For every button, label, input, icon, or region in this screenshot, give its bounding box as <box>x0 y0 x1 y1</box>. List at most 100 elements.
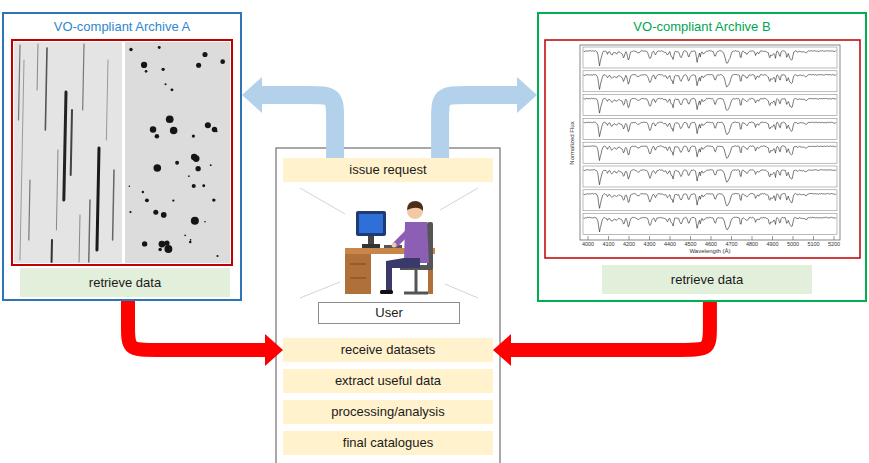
archive-box: VO-compliant Archive Aretrieve data <box>2 12 242 301</box>
star-dot <box>205 122 211 128</box>
streak <box>113 170 114 240</box>
image-frame <box>12 40 232 265</box>
star-dot <box>191 217 199 225</box>
star-dot <box>190 239 192 241</box>
step-label: retrieve data <box>671 272 743 288</box>
flow-arrow <box>440 77 537 158</box>
flow-arrow <box>242 77 335 158</box>
action-band: processing/analysis <box>283 400 493 424</box>
guide-line <box>300 282 340 298</box>
action-band: extract useful data <box>283 369 493 393</box>
spectrum-panel <box>583 47 837 68</box>
star-dot <box>142 241 147 246</box>
streak <box>37 44 39 90</box>
tick-mark <box>649 236 650 240</box>
tick-label: 5000 <box>787 241 799 247</box>
tick-mark <box>629 236 630 240</box>
star-dot <box>193 155 200 162</box>
spectrum-line <box>584 193 837 208</box>
step-label: extract useful data <box>335 373 441 389</box>
star-dot <box>196 63 201 68</box>
star-dot <box>212 198 215 201</box>
tick-label: 4000 <box>582 241 594 247</box>
tick-label: 4700 <box>725 241 737 247</box>
streak <box>89 200 90 262</box>
star-dot <box>175 161 179 165</box>
tick-label: 4900 <box>766 241 778 247</box>
plot-frame <box>580 45 840 240</box>
spectrum-panel <box>583 71 837 92</box>
action-band: retrieve data <box>20 268 230 297</box>
spectrum-panel <box>583 95 837 116</box>
star-dot <box>155 134 160 139</box>
tick-mark <box>813 236 814 240</box>
user-box: User <box>318 302 460 325</box>
streak <box>79 215 81 262</box>
star-dot <box>145 198 149 202</box>
star-dot <box>129 185 131 187</box>
star-dot <box>129 48 132 51</box>
tick-label: 4400 <box>664 241 676 247</box>
arrow-shaft <box>260 95 335 158</box>
action-band: receive datasets <box>283 338 493 362</box>
star-dot <box>170 88 173 91</box>
star-dot <box>150 126 156 132</box>
drawer-line <box>350 264 366 265</box>
arrow-shaft <box>128 301 267 350</box>
arrow-shaft <box>509 302 710 350</box>
flow-arrow <box>128 301 283 366</box>
streak <box>106 60 108 140</box>
monitor <box>356 211 386 236</box>
chair-post <box>415 270 418 292</box>
tick-label: 4500 <box>684 241 696 247</box>
star-dot <box>212 127 217 132</box>
star-dot <box>129 211 131 213</box>
step-label: final catalogues <box>343 435 433 451</box>
streak <box>56 150 58 230</box>
star-dot <box>142 191 144 193</box>
tick-label: 4200 <box>623 241 635 247</box>
spectrum-line <box>584 51 837 66</box>
person-arm <box>396 229 411 244</box>
star-dot <box>202 184 205 187</box>
star-dot <box>164 245 172 253</box>
action-band: retrieve data <box>602 265 812 294</box>
tick-label: 4300 <box>643 241 655 247</box>
desk-drawer <box>345 254 371 294</box>
spectra <box>583 47 837 235</box>
axis-title: Wavelength (Å) <box>689 248 730 255</box>
tick-mark <box>690 236 691 240</box>
arrow-shaft <box>440 95 519 158</box>
tick-mark <box>834 236 835 240</box>
tick-mark <box>752 236 753 240</box>
tick-label: 4100 <box>602 241 614 247</box>
spectrum-line <box>584 74 837 89</box>
spectrum-line <box>584 122 837 137</box>
person-hair <box>407 201 423 211</box>
arrow-head <box>517 77 537 113</box>
archive-title: VO-compliant Archive B <box>633 19 770 35</box>
star-dot <box>158 46 161 49</box>
streak <box>83 44 84 110</box>
streak <box>51 240 53 262</box>
tick-label: 5200 <box>828 241 840 247</box>
step-label: receive datasets <box>341 342 436 358</box>
star-dot <box>188 175 190 177</box>
star-dot <box>158 248 162 252</box>
star-dot <box>154 164 162 172</box>
star-dot <box>172 199 174 201</box>
step-label: retrieve data <box>89 275 161 291</box>
star-dot <box>192 134 195 137</box>
arrow-head <box>242 77 262 113</box>
star-dot <box>170 127 177 134</box>
guide-line <box>445 284 478 298</box>
arrow-head <box>265 334 283 366</box>
streak <box>29 180 30 240</box>
action-band: issue request <box>283 158 493 182</box>
star-dot <box>159 241 166 248</box>
monitor-screen <box>359 214 383 233</box>
